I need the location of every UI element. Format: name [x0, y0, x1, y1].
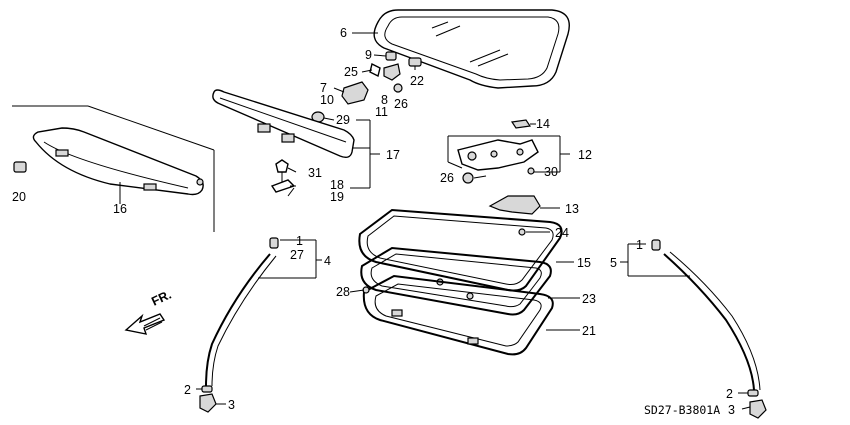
callout-12: 12	[578, 148, 592, 162]
front-direction-arrow: FR.	[124, 288, 174, 335]
callout-8: 8	[381, 93, 388, 107]
callout-18: 18	[330, 178, 344, 192]
callout-9: 9	[365, 48, 372, 62]
callout-21: 21	[582, 324, 596, 338]
callout-3-left: 3	[228, 398, 235, 412]
callout-2-right: 2	[726, 387, 733, 401]
direction-label: FR.	[149, 288, 173, 309]
callout-29: 29	[336, 113, 350, 127]
callout-1-right: 1	[636, 238, 643, 252]
callout-7: 7	[320, 81, 327, 95]
drain-tube-right	[651, 239, 767, 419]
leader-lines	[119, 32, 751, 410]
callout-31: 31	[308, 166, 322, 180]
callout-2-left: 2	[184, 383, 191, 397]
callout-4: 4	[324, 254, 331, 268]
callout-11: 11	[375, 105, 388, 119]
callout-26-mid: 26	[440, 171, 454, 185]
callout-23: 23	[582, 292, 596, 306]
callout-6: 6	[340, 26, 347, 40]
callout-1-left: 1	[296, 234, 303, 248]
rear-trim-panel	[12, 105, 215, 232]
callout-13: 13	[565, 202, 579, 216]
callout-16: 16	[113, 202, 127, 216]
diagram-code: SD27-B3801A	[644, 403, 720, 417]
callout-28: 28	[336, 285, 350, 299]
small-hardware-top	[311, 51, 422, 123]
drain-tube-left	[199, 237, 279, 413]
callout-3-right: 3	[728, 403, 735, 417]
callout-30: 30	[544, 165, 558, 179]
sunroof-glass-panel	[373, 9, 570, 89]
callout-15: 15	[577, 256, 591, 270]
callout-19: 19	[330, 190, 344, 204]
callout-27: 27	[290, 248, 304, 262]
air-deflector	[212, 89, 355, 193]
callout-14: 14	[536, 117, 550, 131]
callout-17: 17	[386, 148, 400, 162]
sunroof-frame-set	[358, 208, 563, 356]
callout-20: 20	[12, 190, 26, 204]
callout-22: 22	[410, 74, 424, 88]
sunroof-motor-assembly	[457, 119, 541, 236]
callout-26-top: 26	[394, 97, 408, 111]
callout-5: 5	[610, 256, 617, 270]
callout-24: 24	[555, 226, 569, 240]
callout-25: 25	[344, 65, 358, 79]
callout-labels: 6 9 22 25 7 10 8 26 11 29 17 31 18 19 20…	[12, 26, 735, 417]
callout-10: 10	[320, 93, 334, 107]
